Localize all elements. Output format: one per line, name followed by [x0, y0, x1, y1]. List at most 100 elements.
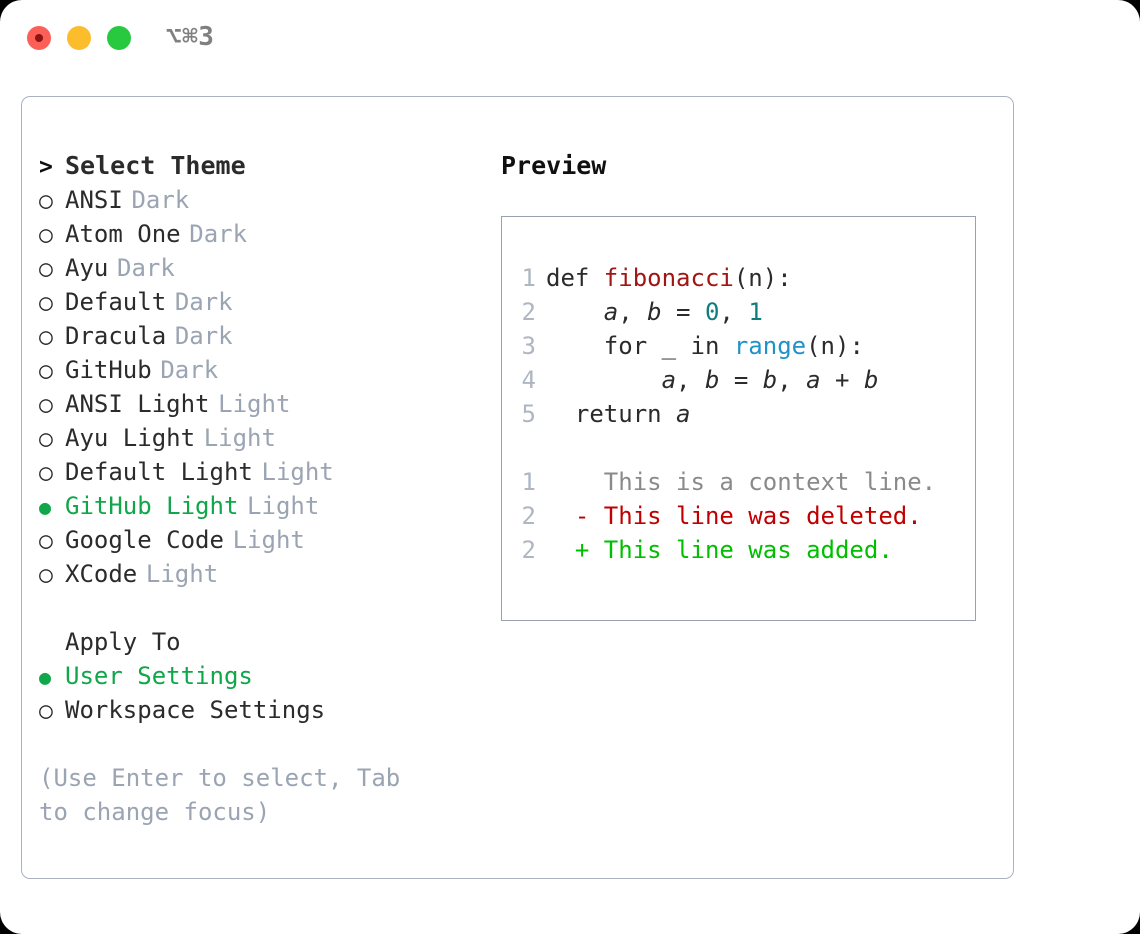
- radio-unselected-icon: ○: [39, 222, 53, 248]
- theme-option-label: XCode: [65, 560, 138, 588]
- theme-option-label: Default Light: [65, 458, 253, 486]
- theme-option-variant: Light: [261, 458, 334, 486]
- code-line-text: for _ in range(n):: [546, 329, 864, 363]
- code-token-fn: fibonacci: [603, 264, 734, 292]
- theme-option-variant: Dark: [131, 186, 190, 214]
- theme-option-label: Google Code: [65, 526, 224, 554]
- theme-option-variant: Dark: [117, 254, 175, 282]
- diff-line: 2 + This line was added.: [502, 533, 975, 567]
- radio-unselected-icon: ○: [39, 324, 53, 350]
- code-token-num: 0: [704, 298, 720, 326]
- code-line-text: def fibonacci(n):: [546, 261, 792, 295]
- theme-option-variant: Dark: [174, 288, 233, 316]
- code-token-plain: =: [661, 298, 705, 326]
- apply-to-option-label: Workspace Settings: [65, 696, 326, 724]
- code-token-plain: ,: [777, 366, 807, 394]
- radio-selected-icon: ●: [39, 665, 52, 689]
- code-line: 5 return a: [502, 397, 975, 431]
- code-token-var: b: [704, 366, 720, 394]
- diff-line: 1 This is a context line.: [502, 465, 975, 499]
- code-token-plain: [546, 298, 604, 326]
- code-token-var: a: [806, 366, 821, 394]
- title-bar: ⌥⌘3: [0, 0, 1140, 78]
- theme-option-label: GitHub: [65, 356, 152, 384]
- code-token-var: a: [676, 400, 691, 428]
- theme-option-label: Dracula: [65, 322, 167, 350]
- code-token-plain: ,: [719, 298, 749, 326]
- radio-selected-icon: ●: [39, 495, 52, 519]
- code-token-plain: ,: [618, 298, 648, 326]
- code-token-var: b: [647, 298, 662, 326]
- code-token-kw: for _ in: [546, 332, 734, 360]
- apply-to-option-workspace-settings[interactable]: ○ Workspace Settings: [39, 693, 479, 727]
- code-line-number: 1: [521, 264, 536, 292]
- minimize-window-icon[interactable]: [67, 26, 91, 50]
- theme-option-variant: Dark: [174, 322, 233, 350]
- zoom-window-icon[interactable]: [107, 26, 131, 50]
- theme-option-variant: Light: [218, 390, 291, 418]
- apply-to-option-label: User Settings: [65, 662, 253, 690]
- radio-unselected-icon: ○: [39, 698, 53, 724]
- code-line: 4 a, b = b, a + b: [502, 363, 975, 397]
- theme-option-variant: Dark: [189, 220, 248, 248]
- code-token-plain: =: [719, 366, 763, 394]
- code-line-number: 5: [521, 400, 536, 428]
- code-token-kw: def: [546, 264, 604, 292]
- code-line-number: 4: [521, 366, 536, 394]
- theme-picker-title-label: Select Theme: [65, 151, 246, 180]
- code-line-text: return a: [546, 397, 691, 431]
- list-spacer: [39, 591, 479, 625]
- diff-line: 2 - This line was deleted.: [502, 499, 975, 533]
- radio-unselected-icon: ○: [39, 528, 53, 554]
- code-token-var: b: [762, 366, 778, 394]
- diff-line-number: 1: [521, 468, 536, 496]
- radio-unselected-icon: ○: [39, 188, 53, 214]
- code-token-call: range: [733, 332, 807, 360]
- theme-option-label: Default: [65, 288, 167, 316]
- radio-unselected-icon: ○: [39, 256, 53, 282]
- diff-line-number: 2: [521, 536, 536, 564]
- code-token-plain: (n):: [806, 332, 864, 360]
- theme-option-atom-one[interactable]: ○ Atom One Dark: [39, 217, 479, 251]
- preview-heading: Preview: [501, 151, 607, 180]
- theme-option-variant: Light: [203, 424, 276, 452]
- theme-option-label: Atom One: [65, 220, 181, 248]
- apply-to-option-user-settings[interactable]: ● User Settings: [39, 659, 479, 693]
- close-window-icon[interactable]: [27, 26, 51, 50]
- code-line: 3 for _ in range(n):: [502, 329, 975, 363]
- theme-option-variant: Light: [232, 526, 305, 554]
- diff-line-text: This is a context line.: [546, 468, 937, 496]
- radio-unselected-icon: ○: [39, 392, 53, 418]
- keyboard-hint-text: (Use Enter to select, Tab to change focu…: [39, 764, 415, 826]
- theme-option-google-code[interactable]: ○ Google Code Light: [39, 523, 479, 557]
- theme-option-label: GitHub Light: [65, 492, 239, 520]
- radio-unselected-icon: ○: [39, 290, 53, 316]
- code-line: 1 def fibonacci(n):: [502, 261, 975, 295]
- diff-line-number: 2: [521, 502, 536, 530]
- diff-sample: 1 This is a context line.2 - This line w…: [502, 465, 975, 567]
- code-token-num: 1: [748, 298, 763, 326]
- theme-option-variant: Light: [145, 560, 219, 588]
- code-token-kw: return: [546, 400, 677, 428]
- code-line: 2 a, b = 0, 1: [502, 295, 975, 329]
- code-line-number: 2: [521, 298, 536, 326]
- radio-unselected-icon: ○: [39, 426, 53, 452]
- keyboard-shortcut-label: ⌥⌘3: [166, 22, 215, 52]
- prompt-caret-icon: >: [39, 154, 53, 180]
- code-diff-separator: [502, 431, 975, 465]
